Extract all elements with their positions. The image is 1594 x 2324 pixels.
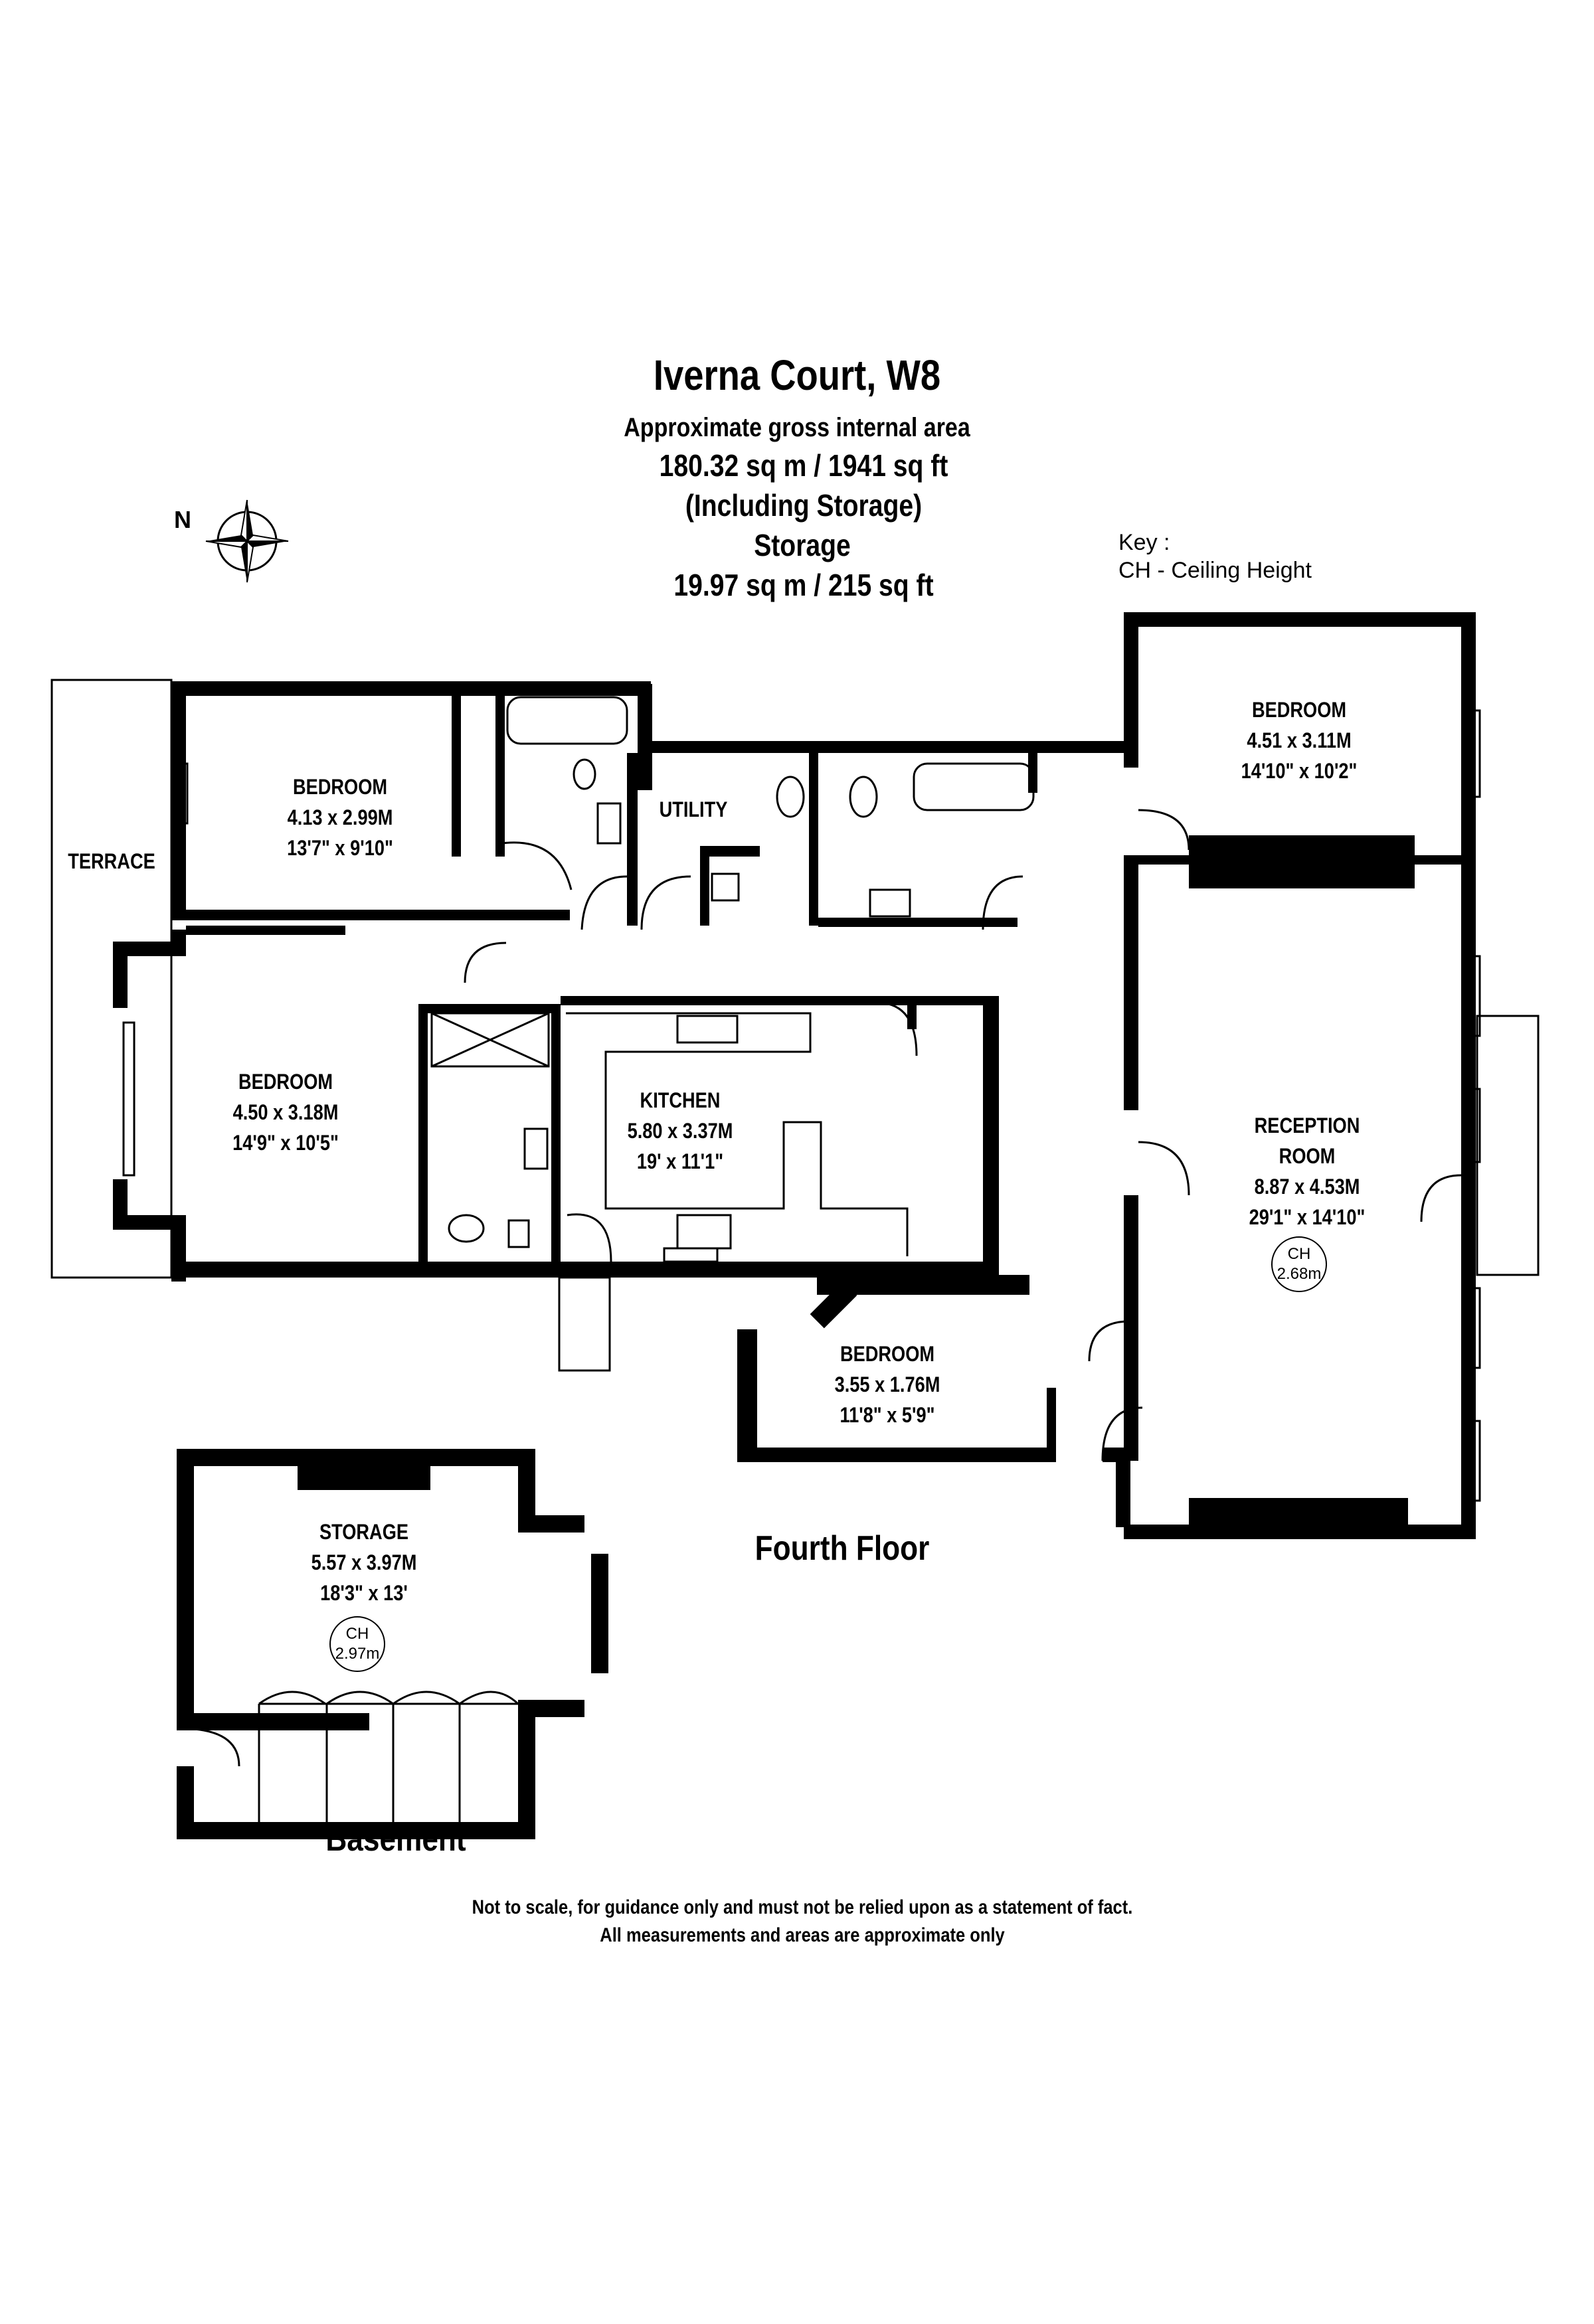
ch-value: 2.68m <box>1277 1265 1322 1283</box>
room-metric: 5.80 x 3.37M <box>627 1119 733 1143</box>
room-name: BEDROOM <box>292 775 388 799</box>
key-item: CH - Ceiling Height <box>1118 558 1312 583</box>
room-storage: STORAGE 5.57 x 3.97M 18'3" x 13' <box>311 1517 417 1608</box>
area-value: 180.32 sq m / 1941 sq ft <box>659 448 948 483</box>
room-terrace: TERRACE <box>68 846 155 876</box>
room-metric: 8.87 x 4.53M <box>1254 1175 1360 1199</box>
north-label: N <box>174 506 191 533</box>
room-bedroom-nw: BEDROOM 4.13 x 2.99M 13'7" x 9'10" <box>287 772 393 863</box>
room-imperial: 14'9" x 10'5" <box>232 1131 339 1155</box>
room-bedroom-s: BEDROOM 3.55 x 1.76M 11'8" x 5'9" <box>835 1339 940 1430</box>
room-imperial: 29'1" x 14'10" <box>1249 1205 1366 1229</box>
fixtures <box>50 679 1540 1822</box>
room-name: TERRACE <box>68 849 155 873</box>
room-name: BEDROOM <box>1251 698 1347 722</box>
room-name: RECEPTION <box>1254 1114 1360 1137</box>
room-utility: UTILITY <box>660 794 728 825</box>
room-bedroom-ne: BEDROOM 4.51 x 3.11M 14'10" x 10'2" <box>1241 695 1358 786</box>
room-name: UTILITY <box>659 797 728 821</box>
room-metric: 4.51 x 3.11M <box>1247 728 1352 752</box>
storage-label: Storage <box>754 528 851 562</box>
room-name: BEDROOM <box>238 1070 333 1094</box>
room-imperial: 11'8" x 5'9" <box>840 1403 935 1427</box>
ch-label: CH <box>345 1625 369 1643</box>
ch-label: CH <box>1287 1245 1311 1263</box>
room-name: KITCHEN <box>640 1088 721 1112</box>
compass-rose-icon <box>205 499 289 583</box>
room-bedroom-w: BEDROOM 4.50 x 3.18M 14'9" x 10'5" <box>232 1066 339 1158</box>
terrace-outline <box>50 679 173 1279</box>
room-kitchen: KITCHEN 5.80 x 3.37M 19' x 11'1" <box>628 1085 733 1177</box>
walls <box>113 612 1476 1839</box>
room-imperial: 14'10" x 10'2" <box>1241 759 1358 783</box>
room-imperial: 19' x 11'1" <box>636 1149 724 1173</box>
room-metric: 4.50 x 3.18M <box>232 1100 339 1124</box>
room-metric: 4.13 x 2.99M <box>287 805 393 829</box>
room-name: BEDROOM <box>840 1342 935 1366</box>
room-imperial: 13'7" x 9'10" <box>287 836 393 860</box>
disclaimer-line-1: Not to scale, for guidance only and must… <box>472 1896 1133 1918</box>
room-reception: RECEPTION ROOM 8.87 x 4.53M 29'1" x 14'1… <box>1249 1110 1366 1232</box>
area-label: Approximate gross internal area <box>624 413 970 442</box>
room-metric: 3.55 x 1.76M <box>834 1372 940 1396</box>
room-name: STORAGE <box>319 1520 408 1544</box>
page-title: Iverna Court, W8 <box>653 351 941 399</box>
room-name-line2: ROOM <box>1279 1144 1336 1168</box>
ceiling-height-badge-storage: CH 2.97m <box>329 1616 385 1672</box>
floor-label-basement: Basement <box>325 1820 466 1859</box>
area-note: (Including Storage) <box>685 488 923 523</box>
ceiling-height-badge-reception: CH 2.68m <box>1271 1236 1327 1292</box>
ch-value: 2.97m <box>335 1645 380 1663</box>
room-metric: 5.57 x 3.97M <box>311 1550 417 1574</box>
floor-label-fourth: Fourth Floor <box>754 1529 930 1568</box>
storage-value: 19.97 sq m / 215 sq ft <box>673 568 934 602</box>
disclaimer-line-2: All measurements and areas are approxima… <box>600 1924 1005 1946</box>
key-title: Key : <box>1118 530 1170 555</box>
room-imperial: 18'3" x 13' <box>320 1581 408 1605</box>
